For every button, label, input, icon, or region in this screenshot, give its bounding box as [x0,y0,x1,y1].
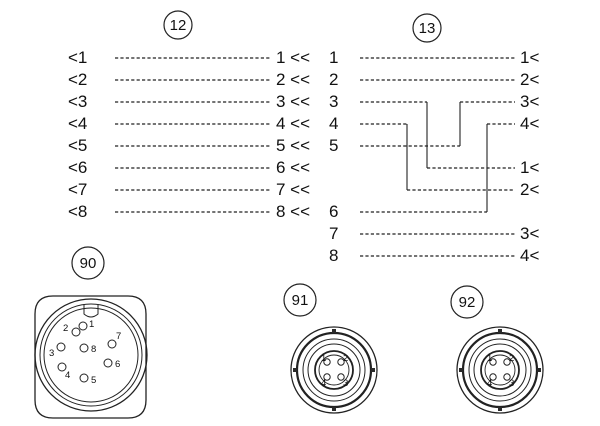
right-pin-12-6: 6 << [276,158,310,177]
label-circle-91 [283,283,317,317]
pin-91-3 [337,373,345,381]
right-pin-12-8: 8 << [276,202,310,221]
left-pin-13-2: 2 [329,70,338,89]
pin-90-5 [79,373,89,383]
pin-90-6 [103,358,113,368]
left-pin-13-6: 6 [329,202,338,221]
pin-label-90-4: 4 [65,370,70,381]
pin-92-2 [503,358,511,366]
pin-label-90-1: 1 [89,319,94,330]
left-pin-12-3: <3 [68,92,87,111]
row-12-6: <6 6 << [68,158,310,177]
right-pin-13-7: 3< [520,224,539,243]
left-pin-13-7: 7 [329,224,338,243]
pin-label-90-6: 6 [115,359,120,370]
right-pin-13-1: 1< [520,48,539,67]
pin-label-90-3: 3 [49,348,54,359]
pin-91-1 [323,358,331,366]
pin-label-91-2: 2 [343,353,348,364]
left-pin-13-3: 3 [329,92,338,111]
right-pin-12-7: 7 << [276,180,310,199]
pin-label-90-8: 8 [91,344,96,355]
pin-90-2 [71,327,81,337]
left-pin-12-2: <2 [68,70,87,89]
label-circle-13 [412,13,442,43]
diagram-12: 12 <1 1 << <2 2 << <3 3 << <4 4 << <5 5 … [68,10,310,221]
wire-13-4-to-2 [360,123,515,191]
left-pin-12-7: <7 [68,180,87,199]
pin-90-3 [56,342,66,352]
pin-90-1 [78,321,88,331]
pin-label-91-3: 3 [343,378,348,389]
connector-91: 91 1 2 3 4 [283,283,378,414]
pin-label-92-3: 3 [509,378,514,389]
left-pin-12-4: <4 [68,114,87,133]
right-pin-13-2: 2< [520,70,539,89]
right-pin-13-3: 3< [520,92,539,111]
diagram-13: 13 1 2 3 4 5 6 7 8 1< 2< 3< 4< 1< 2< 3< … [329,13,539,265]
right-pin-12-4: 4 << [276,114,310,133]
pin-label-90-2: 2 [63,323,68,334]
pin-92-3 [503,373,511,381]
pin-label-92-2: 2 [509,353,514,364]
label-13: 13 [419,20,436,37]
wire-13-6-to-4 [360,123,515,213]
connector-90-body [34,295,148,419]
right-pin-13-6: 2< [520,180,539,199]
pin-91-2 [337,358,345,366]
right-pin-13-8: 4< [520,246,539,265]
pin-92-1 [489,358,497,366]
right-pin-13-4: 4< [520,114,539,133]
label-circle-92 [450,285,484,319]
row-12-4: <4 4 << [68,114,310,133]
left-pin-12-5: <5 [68,136,87,155]
pin-90-7 [107,339,117,349]
connector-90-pins: 1 2 3 4 5 6 7 8 [49,319,121,386]
connector-90: 90 1 2 3 4 5 6 7 8 [34,246,148,419]
pin-label-91-4: 4 [321,378,326,389]
pin-label-92-1: 1 [487,353,492,364]
left-pin-13-1: 1 [329,48,338,67]
pin-label-91-1: 1 [321,353,326,364]
row-12-7: <7 7 << [68,180,310,199]
right-pin-12-3: 3 << [276,92,310,111]
label-circle-12 [163,10,193,40]
connector-92-pins: 1 2 3 4 [487,353,514,389]
row-12-8: <8 8 << [68,202,310,221]
row-12-3: <3 3 << [68,92,310,111]
connector-92: 92 1 2 3 4 [450,285,544,414]
row-12-1: <1 1 << [68,48,310,67]
connector-92-body [456,326,544,414]
pin-92-4 [489,373,497,381]
right-pin-12-2: 2 << [276,70,310,89]
label-91: 91 [292,292,309,309]
connector-91-body [290,326,378,414]
label-12: 12 [170,17,187,34]
left-pin-13-8: 8 [329,246,338,265]
label-92: 92 [459,294,476,311]
pin-label-90-7: 7 [116,331,121,342]
label-circle-90 [71,246,105,280]
left-pin-12-6: <6 [68,158,87,177]
left-pin-13-4: 4 [329,114,338,133]
left-pin-13-5: 5 [329,136,338,155]
pin-label-90-5: 5 [91,375,96,386]
label-90: 90 [80,255,97,272]
pin-90-4 [57,362,67,372]
pin-label-92-4: 4 [487,378,492,389]
pin-90-8 [79,343,89,353]
row-12-5: <5 5 << [68,136,310,155]
wire-13-3-to-1 [360,101,515,169]
right-pin-12-1: 1 << [276,48,310,67]
row-12-2: <2 2 << [68,70,310,89]
right-pin-13-5: 1< [520,158,539,177]
wire-13-5-to-3 [360,101,515,147]
left-pin-12-8: <8 [68,202,87,221]
left-pin-12-1: <1 [68,48,87,67]
right-pin-12-5: 5 << [276,136,310,155]
pin-91-4 [323,373,331,381]
connector-91-pins: 1 2 3 4 [321,353,348,389]
